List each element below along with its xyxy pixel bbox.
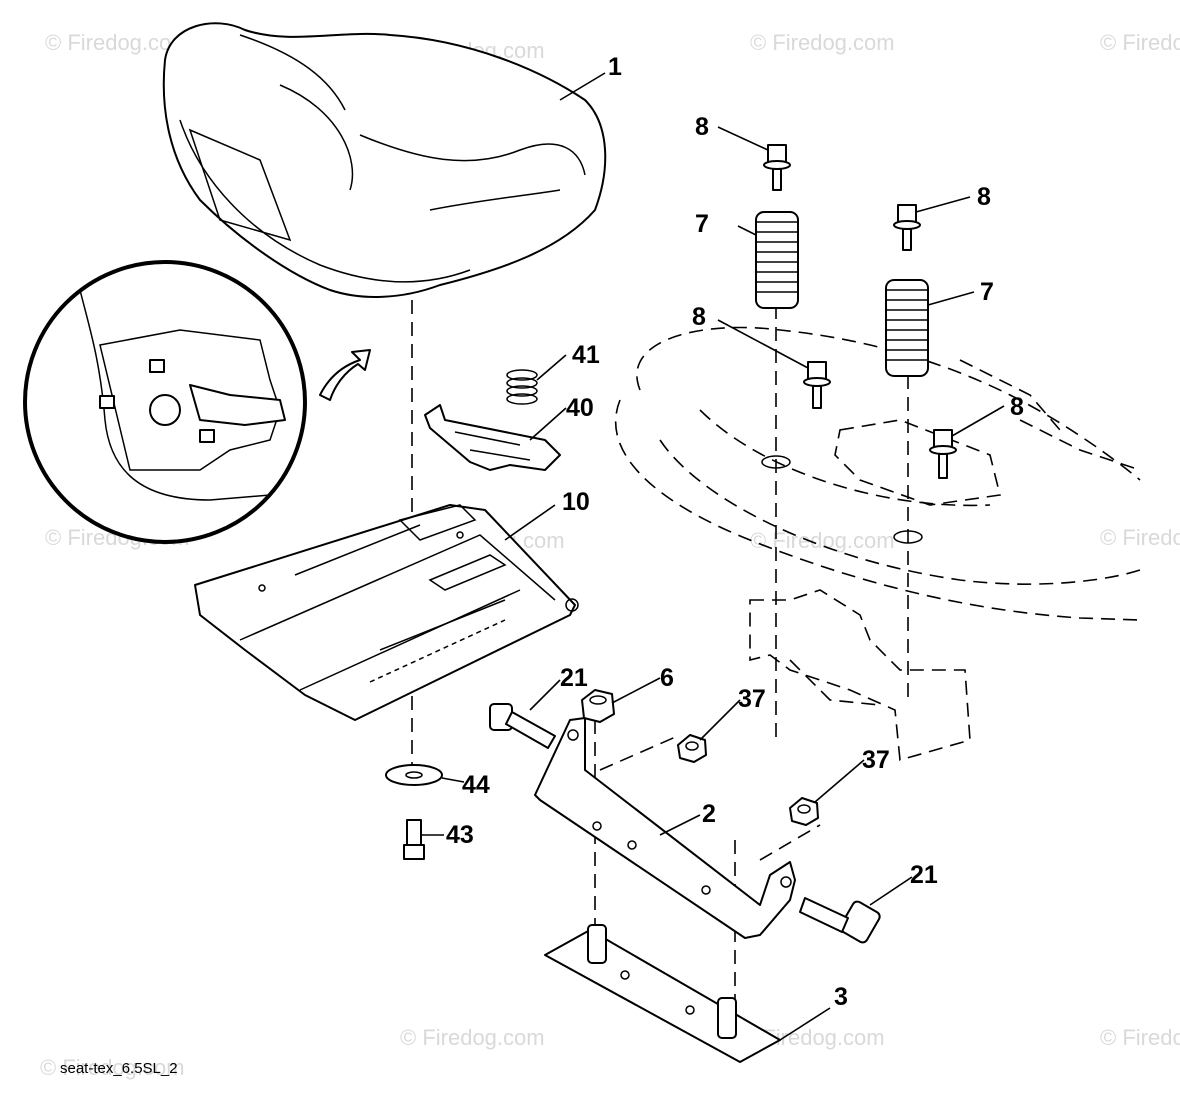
watermark: © Firedog.com — [750, 528, 895, 553]
watermark: © Firedog.com — [1100, 525, 1180, 550]
watermark: © Firedog.com — [1100, 30, 1180, 55]
callout-3: 3 — [834, 983, 848, 1011]
watermark: © Firedog.com — [400, 1025, 545, 1050]
spring-7-b — [885, 279, 929, 377]
callout-44: 44 — [462, 771, 490, 799]
fender-outline — [614, 326, 1141, 762]
bolt-8-b — [893, 204, 921, 251]
callout-8: 8 — [692, 303, 706, 331]
bracket-2 — [534, 717, 796, 939]
watermark: © Firedog.com — [45, 30, 190, 55]
bolt-8-c — [803, 361, 831, 409]
latch-part — [424, 404, 561, 471]
bolt-43 — [403, 819, 425, 860]
detail-inset — [23, 260, 371, 544]
diagram-caption: seat-tex_6.5SL_2 — [60, 1060, 178, 1077]
callout-7: 7 — [980, 278, 994, 306]
callout-7: 7 — [695, 210, 709, 238]
watermark: © Firedog.com — [1100, 1025, 1180, 1050]
watermark-layer: © Firedog.com © Firedog.com © Firedog.co… — [40, 30, 1180, 1080]
spring-small — [506, 369, 538, 405]
callout-2: 2 — [702, 800, 716, 828]
nut-37-a — [677, 734, 707, 763]
callout-37: 37 — [738, 685, 766, 713]
base-plate-3 — [544, 924, 781, 1063]
callout-37: 37 — [862, 746, 890, 774]
seat-plate — [194, 504, 579, 721]
callout-6: 6 — [660, 664, 674, 692]
leader-lines — [422, 72, 1005, 1041]
callout-21: 21 — [560, 664, 588, 692]
callout-labels: 1 8 7 8 7 8 8 41 40 10 21 6 37 37 44 43 … — [446, 53, 1024, 1011]
washer-44 — [385, 764, 443, 786]
callout-8: 8 — [695, 113, 709, 141]
callout-41: 41 — [572, 341, 600, 369]
watermark: © Firedog.com — [750, 30, 895, 55]
callout-8: 8 — [977, 183, 991, 211]
assembly-lines — [411, 300, 909, 1010]
bolt-8-a — [763, 144, 791, 191]
bolt-21-b — [799, 897, 881, 944]
callout-21: 21 — [910, 861, 938, 889]
callout-8: 8 — [1010, 393, 1024, 421]
callout-40: 40 — [566, 394, 594, 422]
watermark: © Firedog.com — [40, 1055, 185, 1080]
callout-43: 43 — [446, 821, 474, 849]
spring-7-a — [755, 211, 799, 309]
bolt-21-a — [489, 703, 556, 749]
bolt-8-d — [929, 429, 957, 479]
nut-37-b — [789, 797, 819, 826]
callout-1: 1 — [608, 53, 622, 81]
callout-10: 10 — [562, 488, 590, 516]
seat-part — [162, 22, 607, 298]
nut-6 — [581, 689, 615, 723]
